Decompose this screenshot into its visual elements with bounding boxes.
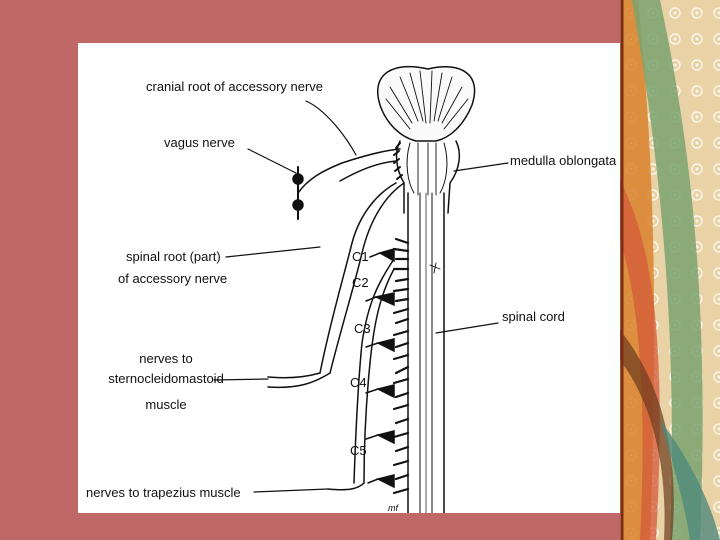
diagram-card: cranial root of accessory nerve vagus ne… [78, 43, 620, 513]
artist-signature: mf [388, 503, 398, 513]
decorative-side-panel [620, 0, 720, 540]
decorative-ribbon-art [620, 0, 720, 540]
accessory-nerve-spinal-root [319, 182, 405, 484]
medulla [393, 140, 461, 214]
muscle-branches [267, 372, 365, 491]
label-trapezius-nerves: nerves to trapezius muscle [86, 485, 241, 500]
accessory-nerve-drawing [213, 65, 509, 513]
label-scm-line2: sternocleidomastoid [108, 371, 224, 386]
label-medulla-oblongata: medulla oblongata [510, 153, 617, 168]
label-c5: C5 [350, 443, 367, 458]
label-vagus-nerve: vagus nerve [164, 135, 235, 150]
label-spinal-root-line1: spinal root (part) [126, 249, 221, 264]
label-c1: C1 [352, 249, 369, 264]
label-scm-line3: muscle [145, 397, 187, 412]
cranial-root-and-vagus [292, 148, 401, 220]
label-c4: C4 [350, 375, 367, 390]
label-cranial-root: cranial root of accessory nerve [146, 79, 324, 94]
label-c3: C3 [354, 321, 371, 336]
spinal-cord [365, 192, 445, 513]
label-scm-line1: nerves to [139, 351, 193, 366]
leader-lines [213, 100, 509, 493]
label-c2: C2 [352, 275, 369, 290]
label-spinal-root-line2: of accessory nerve [118, 271, 228, 286]
label-spinal-cord: spinal cord [502, 309, 565, 324]
brainstem-top [377, 65, 476, 142]
